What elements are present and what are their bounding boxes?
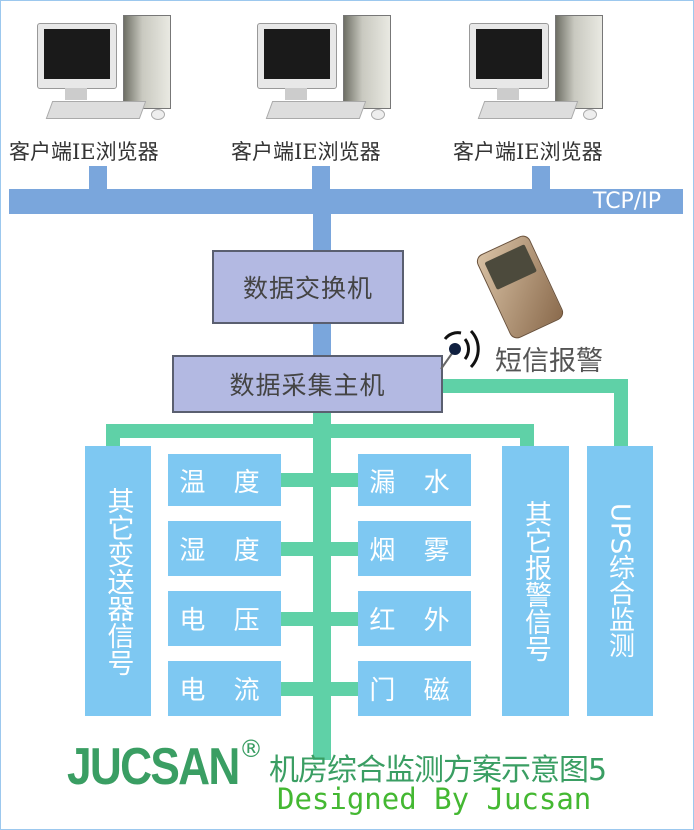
ups-line	[614, 379, 628, 448]
client-label: 客户端IE浏览器	[231, 140, 381, 164]
diagram-title: 机房综合监测方案示意图5	[269, 753, 607, 788]
sensor-infrared: 红 外	[358, 591, 471, 646]
client-link	[312, 166, 330, 190]
brand-logo: JUCSAN	[67, 738, 240, 796]
wireless-icon	[440, 329, 480, 370]
client-link	[532, 166, 550, 190]
tcp-ip-bus: TCP/IP	[9, 189, 683, 214]
computer-icon	[31, 15, 201, 125]
sensor-door-magnet: 门 磁	[358, 661, 471, 716]
branch-line	[106, 424, 534, 438]
computer-icon	[251, 15, 421, 125]
branch-line	[281, 682, 358, 696]
data-switch-box: 数据交换机	[212, 250, 404, 324]
client-label: 客户端IE浏览器	[453, 140, 603, 164]
computer-icon	[463, 15, 633, 125]
sensor-humidity: 湿 度	[168, 521, 281, 576]
branch-line	[281, 612, 358, 626]
branch-line	[281, 542, 358, 556]
data-host-box: 数据采集主机	[172, 355, 443, 413]
registered-mark: ®	[239, 735, 263, 763]
designed-by: Designed By Jucsan	[277, 782, 592, 816]
other-transmitter-box: 其它变送器信号	[85, 446, 151, 716]
other-alarm-box: 其它报警信号	[502, 446, 569, 716]
trunk-line	[313, 412, 331, 760]
sensor-voltage: 电 压	[168, 591, 281, 646]
sensor-smoke: 烟 雾	[358, 521, 471, 576]
sensor-current: 电 流	[168, 661, 281, 716]
client-label: 客户端IE浏览器	[9, 140, 159, 164]
branch-line	[106, 424, 120, 448]
branch-line	[520, 424, 534, 448]
sensor-temperature: 温 度	[168, 454, 281, 506]
client-link	[89, 166, 107, 190]
ups-line	[442, 379, 628, 393]
bus-label: TCP/IP	[593, 189, 661, 214]
sms-alarm-label: 短信报警	[495, 346, 603, 377]
sensor-water-leak: 漏 水	[358, 454, 471, 506]
branch-line	[281, 473, 358, 487]
ups-monitor-box: UPS综合监测	[587, 446, 653, 716]
